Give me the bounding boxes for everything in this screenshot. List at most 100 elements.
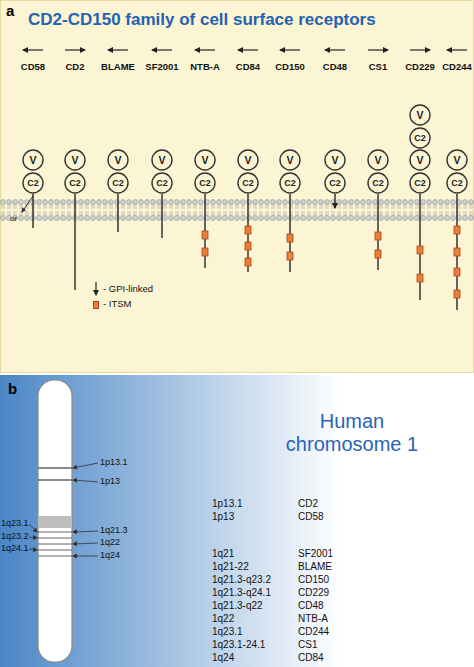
chromosome bbox=[38, 380, 72, 662]
domain-name: C2 bbox=[446, 172, 468, 194]
domain-circle-outline bbox=[368, 150, 388, 170]
domain-circle-outline bbox=[410, 150, 430, 170]
domain-circle: V bbox=[367, 149, 389, 171]
table-cell: 1q21 bbox=[212, 548, 234, 560]
table-cell: SF2001 bbox=[298, 548, 333, 560]
receptor-name: CD58 bbox=[21, 62, 45, 73]
domain-circle: V bbox=[194, 149, 216, 171]
table-cell: 1q24 bbox=[212, 652, 234, 664]
domain-circle-outline bbox=[65, 150, 85, 170]
receptor-name: CS1 bbox=[369, 62, 387, 73]
domain-name: V bbox=[151, 149, 173, 171]
domain-circle-outline bbox=[108, 173, 128, 193]
domain-name: V bbox=[194, 149, 216, 171]
table-cell: 1q23.1-24.1 bbox=[212, 639, 265, 651]
domain-circle: C2 bbox=[64, 172, 86, 194]
domain-circle-outline bbox=[238, 150, 258, 170]
domain-circle-outline bbox=[410, 173, 430, 193]
itsm-motifs bbox=[202, 226, 460, 298]
table-cell: NTB-A bbox=[298, 613, 328, 625]
domain-circle-outline bbox=[368, 173, 388, 193]
band-label: 1q23.2 bbox=[1, 531, 29, 541]
receptor-name: SF2001 bbox=[145, 62, 178, 73]
domain-circle: V bbox=[22, 149, 44, 171]
domain-circle: C2 bbox=[324, 172, 346, 194]
domain-name: C2 bbox=[367, 172, 389, 194]
domain-circle: C2 bbox=[409, 127, 431, 149]
domain-circle-outline bbox=[152, 150, 172, 170]
domain-name: V bbox=[324, 149, 346, 171]
table-cell: 1q23.1 bbox=[212, 626, 243, 638]
domain-name: C2 bbox=[279, 172, 301, 194]
table-cell: CD84 bbox=[298, 652, 324, 664]
panel-letter: b bbox=[8, 380, 17, 397]
domain-name: C2 bbox=[409, 172, 431, 194]
domain-name: V bbox=[22, 149, 44, 171]
domain-circle-outline bbox=[152, 173, 172, 193]
domain-circle: C2 bbox=[279, 172, 301, 194]
receptor-name: NTB-A bbox=[190, 62, 220, 73]
domain-name: C2 bbox=[324, 172, 346, 194]
table-cell: 1q21.3-q22 bbox=[212, 600, 263, 612]
domain-name: V bbox=[107, 149, 129, 171]
domain-circle: C2 bbox=[22, 172, 44, 194]
domain-circle: V bbox=[64, 149, 86, 171]
domain-circle: V bbox=[107, 149, 129, 171]
domain-circle-outline bbox=[447, 150, 467, 170]
table-cell: 1q21.3-q24.1 bbox=[212, 587, 271, 599]
band-label: 1q21.3 bbox=[100, 525, 128, 535]
receptor-stems bbox=[22, 194, 457, 310]
receptor-name: CD2 bbox=[65, 62, 84, 73]
table-cell: CD58 bbox=[298, 511, 324, 523]
band-leader-lines bbox=[29, 463, 98, 556]
domain-circle: C2 bbox=[151, 172, 173, 194]
receptor-name: CD244 bbox=[442, 62, 472, 73]
band-label: 1p13.1 bbox=[100, 457, 128, 467]
domain-circle-outline bbox=[23, 150, 43, 170]
domain-circle: V bbox=[151, 149, 173, 171]
domain-circle-outline bbox=[23, 173, 43, 193]
table-cell: 1q22 bbox=[212, 613, 234, 625]
cell-membrane bbox=[0, 199, 474, 221]
domain-circle-outline bbox=[447, 173, 467, 193]
domain-name: V bbox=[279, 149, 301, 171]
receptor-name: CD229 bbox=[405, 62, 435, 73]
receptor-name: BLAME bbox=[101, 62, 135, 73]
domain-circle-outline bbox=[280, 150, 300, 170]
domain-circle: C2 bbox=[107, 172, 129, 194]
domain-name: C2 bbox=[237, 172, 259, 194]
gpi-legend-sample bbox=[96, 282, 97, 295]
band-label: 1p13 bbox=[100, 476, 120, 486]
domain-circle: C2 bbox=[367, 172, 389, 194]
domain-circle: V bbox=[324, 149, 346, 171]
domain-circle-outline bbox=[410, 128, 430, 148]
domain-name: V bbox=[409, 149, 431, 171]
domain-circle-outline bbox=[410, 105, 430, 125]
domain-name: V bbox=[446, 149, 468, 171]
legend-text: - ITSM bbox=[103, 299, 132, 310]
panel-a-background bbox=[0, 0, 474, 373]
receptor-name: CD84 bbox=[236, 62, 260, 73]
domain-name: C2 bbox=[151, 172, 173, 194]
domain-circle-outline bbox=[195, 173, 215, 193]
table-cell: 1q21-22 bbox=[212, 561, 249, 573]
gene-direction-arrows bbox=[23, 49, 467, 50]
table-cell: CD2 bbox=[298, 498, 318, 510]
domain-circle-outline bbox=[195, 150, 215, 170]
table-cell: CD244 bbox=[298, 626, 329, 638]
domain-circle: C2 bbox=[194, 172, 216, 194]
domain-circle-outline bbox=[280, 173, 300, 193]
table-cell: 1q21.3-q23.2 bbox=[212, 574, 271, 586]
note: or bbox=[10, 214, 17, 223]
table-cell: BLAME bbox=[298, 561, 332, 573]
domain-name: C2 bbox=[22, 172, 44, 194]
domain-name: C2 bbox=[64, 172, 86, 194]
table-cell: 1p13.1 bbox=[212, 498, 243, 510]
receptor-name: CD48 bbox=[323, 62, 347, 73]
band-label: 1q23.1 bbox=[1, 518, 29, 528]
domain-name: V bbox=[237, 149, 259, 171]
domain-circle-outline bbox=[65, 173, 85, 193]
domain-name: C2 bbox=[194, 172, 216, 194]
domain-circle: V bbox=[409, 104, 431, 126]
